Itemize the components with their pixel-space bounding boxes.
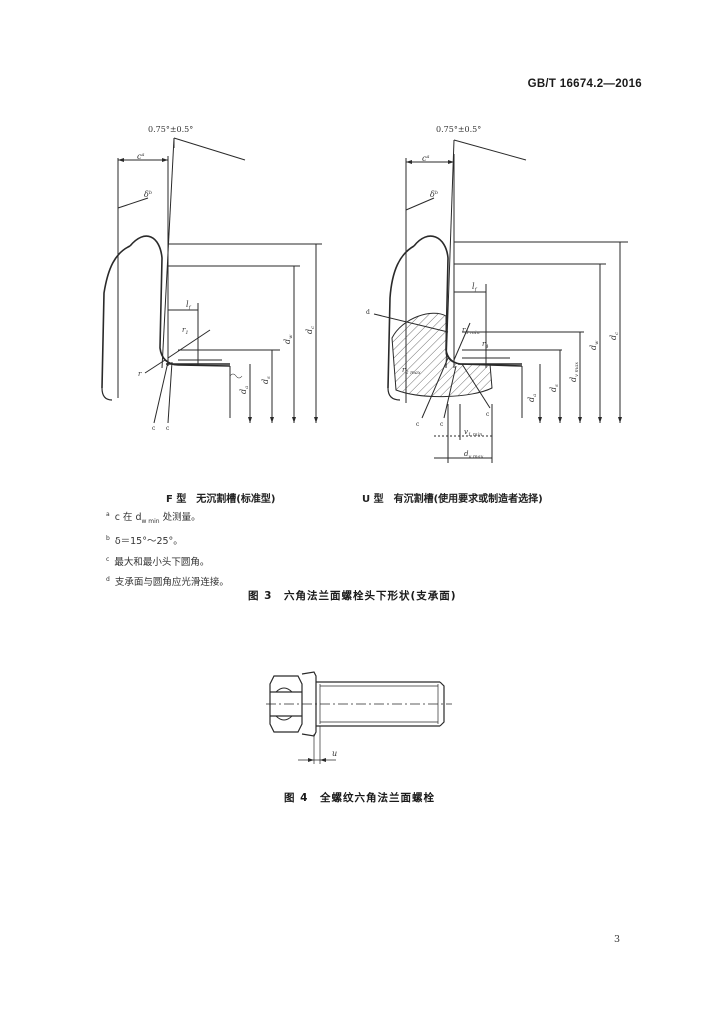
svg-text:r1: r1 <box>182 326 189 336</box>
standard-code: GB/T 16674.2—2016 <box>527 78 642 90</box>
svg-text:da: da <box>239 386 250 394</box>
figure4-caption: 图 4 全螺纹六角法兰面螺栓 <box>284 792 435 804</box>
figure3-left-caption: F 型 无沉割槽(标准型) <box>166 494 276 505</box>
svg-text:c: c <box>486 411 490 418</box>
svg-text:c: c <box>440 421 444 428</box>
figure4-drawing: u <box>266 671 452 764</box>
svg-text:r2 max: r2 max <box>402 366 421 376</box>
svg-text:d: d <box>366 309 370 316</box>
figure3-right-caption: U 型 有沉割槽(使用要求或制造者选择) <box>362 494 543 505</box>
svg-text:dw: dw <box>589 340 600 350</box>
svg-text:lf: lf <box>186 300 192 311</box>
svg-text:r4: r4 <box>482 340 489 350</box>
angle-tolerance-label: 0.75°±0.5° <box>148 125 193 134</box>
dimension-u-label: u <box>332 749 337 758</box>
svg-text:ca: ca <box>422 154 429 163</box>
svg-text:δb: δb <box>430 190 438 199</box>
svg-text:ds: ds <box>549 384 560 392</box>
svg-text:dc: dc <box>305 326 316 334</box>
figure3-caption: 图 3 六角法兰面螺栓头下形状(支承面) <box>248 590 457 602</box>
svg-text:r: r <box>138 370 142 378</box>
svg-text:r3 min: r3 min <box>462 326 480 336</box>
svg-text:da: da <box>527 394 538 402</box>
svg-text:ca: ca <box>137 152 144 161</box>
svg-text:dw: dw <box>283 334 294 344</box>
svg-text:ds: ds <box>261 376 272 384</box>
svg-text:c: c <box>152 425 156 432</box>
svg-text:c: c <box>416 421 420 428</box>
svg-text:δb: δb <box>144 190 152 199</box>
svg-text:dv max: dv max <box>464 450 484 460</box>
svg-text:lf: lf <box>472 282 478 293</box>
angle-tolerance-label-right: 0.75°±0.5° <box>436 125 481 134</box>
svg-text:v1 min: v1 min <box>464 428 482 438</box>
figure3-left-drawing: 0.75°±0.5° ca δb lf r1 r c c da ds dw dc <box>101 125 322 432</box>
page-number: 3 <box>613 934 620 945</box>
figure3-right-drawing: 0.75°±0.5° ca δb d lf r3 min r2 max r4 c… <box>366 125 628 463</box>
svg-text:dv max: dv max <box>569 362 580 382</box>
svg-text:c: c <box>166 425 170 432</box>
svg-text:dc: dc <box>609 332 620 340</box>
